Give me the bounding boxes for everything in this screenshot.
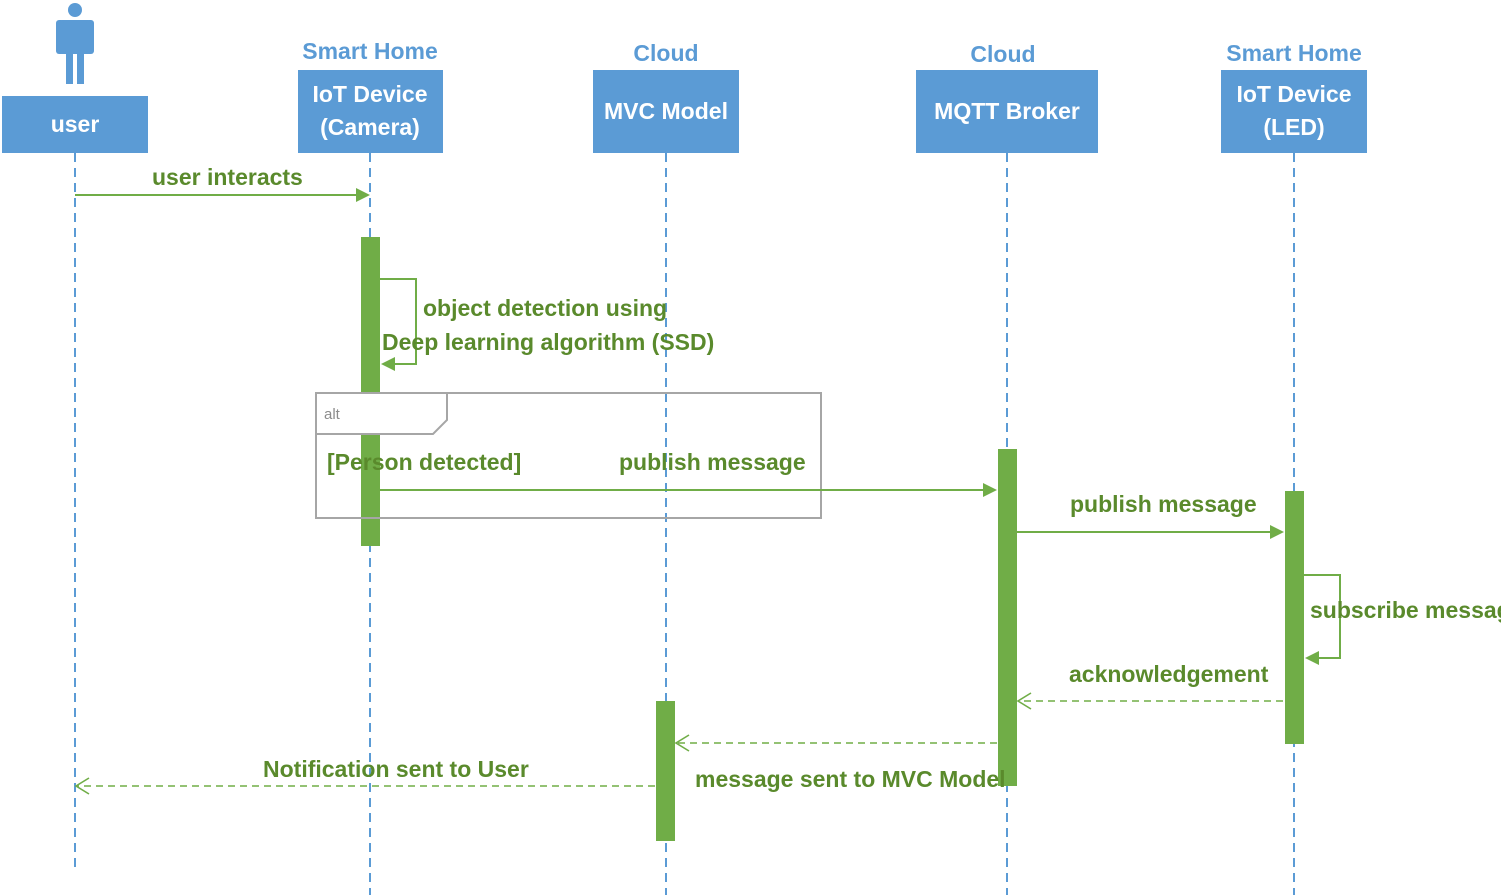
participant-broker: MQTT Broker — [916, 70, 1098, 153]
participant-broker-label: MQTT Broker — [934, 98, 1080, 124]
object-detection-label-2: Deep learning algorithm (SSD) — [382, 329, 714, 355]
user-interacts-label: user interacts — [152, 164, 303, 190]
alt-operator-label: alt — [324, 406, 341, 423]
participant-camera: IoT Device (Camera) — [298, 70, 443, 153]
activation-mvc — [656, 701, 675, 841]
participant-camera-line1: IoT Device — [312, 81, 427, 107]
message-object-detection: object detection using Deep learning alg… — [380, 278, 714, 371]
participant-camera-line2: (Camera) — [320, 114, 420, 140]
message-user-interacts: user interacts — [75, 164, 370, 202]
participant-mvc: MVC Model — [593, 70, 739, 153]
subscribe-label: subscribe message — [1310, 597, 1501, 623]
object-detection-label-1: object detection using — [423, 295, 667, 321]
alt-guard-label: [Person detected] — [327, 449, 521, 475]
message-publish-broker: publish message — [380, 449, 997, 497]
acknowledgement-label: acknowledgement — [1069, 661, 1269, 687]
participant-led-line1: IoT Device — [1236, 81, 1351, 107]
message-to-mvc: message sent to MVC Model — [674, 734, 1006, 792]
alt-fragment: alt [Person detected] — [315, 392, 822, 519]
activation-led — [1285, 491, 1304, 744]
to-mvc-label: message sent to MVC Model — [695, 766, 1006, 792]
camera-group-label: Smart Home — [302, 38, 437, 64]
mvc-group-label: Cloud — [633, 40, 698, 66]
publish-led-label: publish message — [1070, 491, 1257, 517]
message-subscribe: subscribe message — [1304, 574, 1501, 665]
participant-user-label: user — [51, 111, 100, 137]
person-icon — [56, 3, 94, 84]
participant-mvc-label: MVC Model — [604, 98, 728, 124]
message-acknowledgement: acknowledgement — [1016, 661, 1283, 710]
activation-camera — [361, 237, 380, 546]
broker-group-label: Cloud — [970, 41, 1035, 67]
participant-led-line2: (LED) — [1263, 114, 1324, 140]
participant-user: user — [2, 96, 148, 153]
led-group-label: Smart Home — [1226, 40, 1361, 66]
message-notification: Notification sent to User — [74, 756, 655, 795]
notification-label: Notification sent to User — [263, 756, 529, 782]
activation-broker — [998, 449, 1017, 786]
message-publish-led: publish message — [1017, 491, 1284, 539]
participant-led: IoT Device (LED) — [1221, 70, 1367, 153]
publish-broker-label: publish message — [619, 449, 806, 475]
